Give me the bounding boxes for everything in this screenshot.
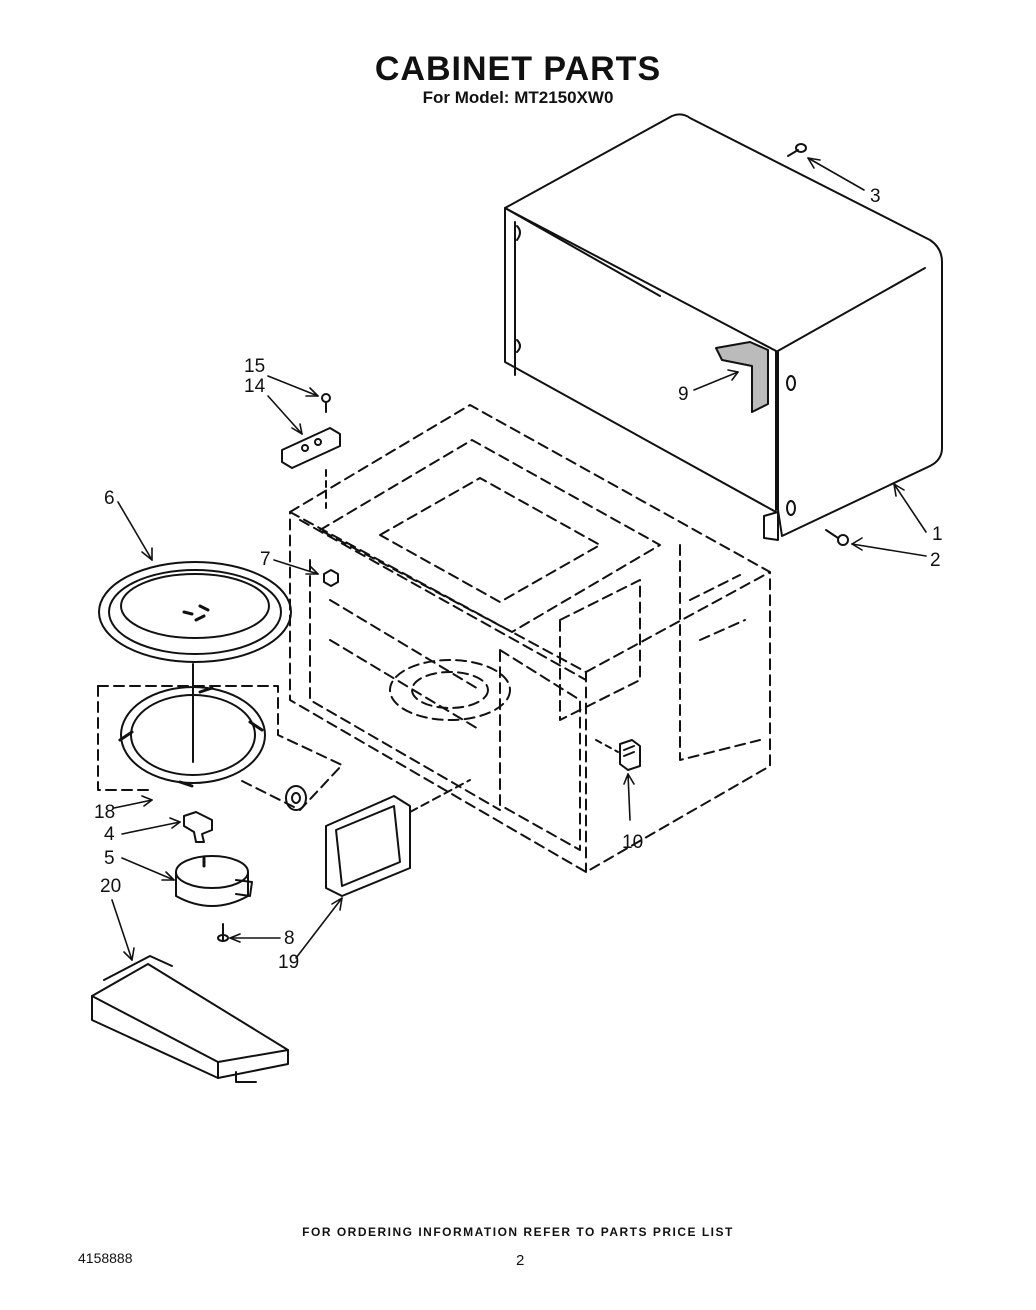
callout-14: 14 [244, 376, 266, 397]
motor-cover-base [91, 955, 289, 1083]
callout-numbers: 1 2 3 4 5 6 7 8 9 10 14 15 18 19 20 [94, 186, 943, 973]
outer-cabinet-wrapper [504, 113, 943, 541]
wrapper-screw-rear [825, 529, 849, 546]
turntable-motor [175, 855, 253, 907]
callout-3: 3 [870, 186, 881, 207]
callout-2: 2 [930, 550, 941, 571]
callout-8: 8 [284, 928, 295, 949]
page-number: 2 [516, 1252, 525, 1269]
callout-9: 9 [678, 384, 689, 405]
document-number: 4158888 [78, 1250, 133, 1266]
hinge-plate [281, 427, 341, 469]
callout-1: 1 [932, 524, 943, 545]
hinge-screw [321, 393, 331, 509]
model-subtitle: For Model: MT2150XW0 [422, 88, 614, 107]
ordering-note: FOR ORDERING INFORMATION REFER TO PARTS … [302, 1225, 734, 1239]
motor-screw [217, 923, 229, 942]
turntable-coupler [183, 811, 213, 843]
callout-4: 4 [104, 824, 115, 845]
callout-20: 20 [100, 876, 121, 897]
nut [323, 569, 339, 587]
access-cover-plate [325, 779, 471, 897]
callout-19: 19 [278, 952, 299, 973]
wrapper-bracket [715, 341, 769, 413]
page-title: CABINET PARTS [374, 50, 662, 88]
oven-cavity-dashed [289, 404, 771, 873]
callout-10: 10 [622, 832, 643, 853]
door-interlock-bumper [595, 739, 641, 771]
callout-7: 7 [260, 549, 271, 570]
callout-leaders [111, 157, 927, 961]
callout-18: 18 [94, 802, 115, 823]
turntable-glass-tray [98, 561, 292, 663]
callout-6: 6 [104, 488, 115, 509]
callout-5: 5 [104, 848, 115, 869]
wrapper-screw-top [787, 143, 807, 157]
roller-ring-assembly [97, 663, 343, 811]
callout-15: 15 [244, 356, 265, 377]
